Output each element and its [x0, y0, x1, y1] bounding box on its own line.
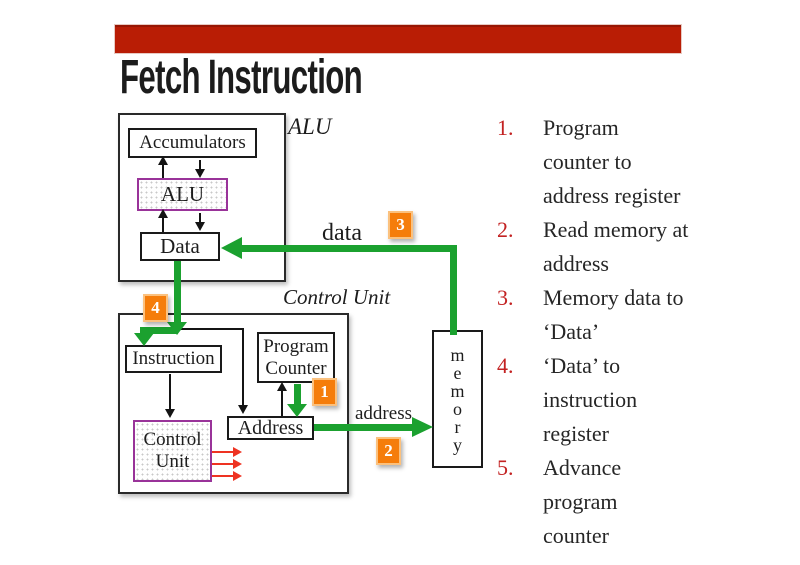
slide-title: Fetch Instruction	[120, 51, 363, 104]
step-line: address	[543, 251, 609, 276]
wire-data-to-instruction-horizontal	[140, 327, 178, 334]
step-number: 4.	[497, 353, 514, 378]
step-item-2: 2. Read memory at address	[497, 213, 787, 281]
wire-data-to-instruction-vertical	[174, 261, 181, 323]
arrow-instruction-to-control-line	[169, 374, 171, 410]
arrow-alu-to-data-line	[199, 213, 201, 224]
address-register-box: Address	[227, 416, 314, 440]
step-text: Read memory at address	[543, 213, 688, 281]
step-line: ‘Data’	[543, 319, 600, 344]
arrow-instruction-to-control-head	[165, 409, 175, 418]
accumulators-box: Accumulators	[128, 128, 257, 158]
control-unit-box: Control Unit	[133, 420, 212, 482]
arrow-alu-to-data-head	[195, 222, 205, 231]
step-item-1: 1. Program counter to address register	[497, 111, 787, 213]
wire-address-to-memory-head	[412, 417, 433, 437]
data-register-box: Data	[140, 232, 220, 261]
step-line: counter	[543, 523, 609, 548]
control-signal-head-1	[233, 447, 242, 457]
arrow-data-to-alu-head	[158, 209, 168, 218]
step-line: address register	[543, 183, 681, 208]
step-number: 2.	[497, 217, 514, 242]
step-line: Program	[543, 115, 619, 140]
wire-instruction-to-address-head	[238, 405, 248, 414]
step-number: 3.	[497, 285, 514, 310]
step-line: counter to	[543, 149, 632, 174]
arrow-address-to-pc-line	[281, 390, 283, 416]
control-signal-line-1	[212, 451, 234, 453]
program-counter-box: Program Counter	[257, 332, 335, 383]
wire-instruction-to-address-horizontal	[180, 328, 244, 330]
arrow-alu-to-accumulators-line	[162, 164, 164, 178]
step-item-4: 4. ‘Data’ to instruction register	[497, 349, 787, 451]
step-badge-3: 3	[388, 211, 413, 239]
wire-pc-to-address-head	[287, 404, 307, 417]
step-item-3: 3. Memory data to ‘Data’	[497, 281, 787, 349]
step-text: Program counter to address register	[543, 111, 680, 213]
wire-instruction-to-address-vertical	[242, 328, 244, 405]
step-badge-2: 2	[376, 437, 401, 465]
arrow-alu-to-accumulators-head	[158, 156, 168, 165]
step-item-5: 5. Advance program counter	[497, 451, 787, 553]
memory-label: memory	[447, 345, 468, 453]
control-signal-head-3	[233, 471, 242, 481]
memory-box: memory	[432, 330, 483, 468]
arrow-accumulators-to-alu-line	[199, 160, 201, 171]
wire-memory-to-data-vertical	[450, 245, 457, 335]
step-text: Memory data to ‘Data’	[543, 281, 684, 349]
wire-memory-to-data-head	[221, 237, 242, 259]
steps-list: 1. Program counter to address register 2…	[497, 111, 787, 553]
arrow-data-to-alu-line	[162, 217, 164, 232]
step-line: Memory data to	[543, 285, 684, 310]
instruction-register-box: Instruction	[125, 345, 222, 373]
step-line: ‘Data’ to	[543, 353, 621, 378]
step-line: program	[543, 489, 618, 514]
wire-data-to-instruction-head	[134, 333, 154, 346]
data-wire-label: data	[322, 220, 362, 246]
step-number: 5.	[497, 455, 514, 480]
title-banner	[115, 25, 681, 53]
step-badge-4: 4	[143, 294, 168, 322]
alu-group-label: ALU	[288, 114, 332, 139]
wire-address-to-memory-line	[314, 424, 414, 431]
step-text: ‘Data’ to instruction register	[543, 349, 637, 451]
control-signal-line-2	[212, 463, 234, 465]
control-signal-line-3	[212, 475, 234, 477]
step-line: instruction	[543, 387, 638, 412]
address-wire-label: address	[355, 403, 412, 424]
step-line: Read memory at	[543, 217, 689, 242]
step-number: 1.	[497, 115, 514, 140]
arrow-accumulators-to-alu-head	[195, 169, 205, 178]
wire-memory-to-data-horizontal	[240, 245, 457, 252]
arrow-address-to-pc-head	[277, 382, 287, 391]
control-group-label: Control Unit	[283, 285, 391, 309]
step-line: register	[543, 421, 609, 446]
control-signal-head-2	[233, 459, 242, 469]
alu-box: ALU	[137, 178, 228, 211]
step-badge-1: 1	[312, 378, 337, 406]
wire-pc-to-address-line	[294, 384, 301, 405]
step-text: Advance program counter	[543, 451, 621, 553]
step-line: Advance	[543, 455, 622, 480]
